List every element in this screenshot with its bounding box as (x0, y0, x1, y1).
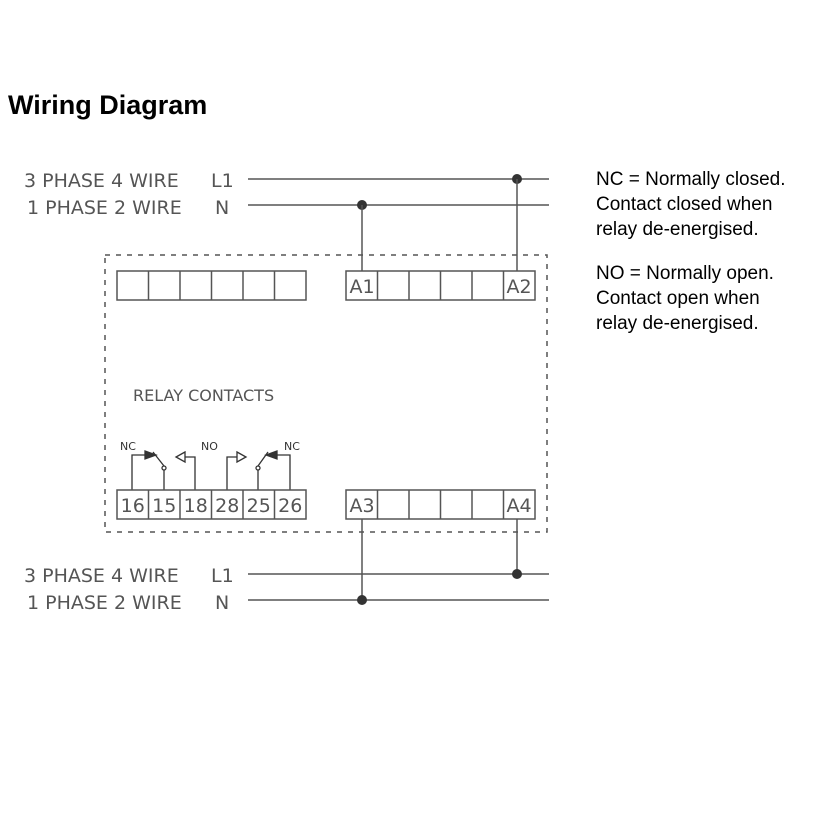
top-supply-3phase-label: 3 PHASE 4 WIRE (24, 170, 179, 192)
note-no: NO = Normally open. Contact open when re… (596, 261, 786, 336)
note-nc-line-2: Contact closed when (596, 194, 773, 215)
contact-15-pivot (161, 465, 167, 471)
terminal-a1-label: A1 (349, 276, 374, 298)
terminal-18-label: 18 (184, 495, 208, 517)
bottom-supply-1phase-label: 1 PHASE 2 WIRE (27, 592, 182, 614)
top-supply-n-terminal: N (215, 197, 229, 219)
top-supply-l1-terminal: L1 (211, 170, 234, 192)
relay-contact-symbols: NC NO NC (120, 440, 300, 490)
note-nc-line-1: NC = Normally closed. (596, 169, 786, 190)
note-nc: NC = Normally closed. Contact closed whe… (596, 167, 786, 242)
contact-28-wire (226, 456, 237, 490)
note-nc-line-3: relay de-energised. (596, 219, 759, 240)
contact-no-arrow-2 (236, 450, 248, 464)
bottom-l1-junction-dot (512, 569, 522, 579)
contact-25-blade (257, 451, 269, 467)
contact-nc-label-2: NC (284, 440, 300, 453)
page-title: Wiring Diagram (8, 90, 208, 120)
contact-16-wire (131, 454, 145, 490)
contact-nc-label-1: NC (120, 440, 136, 453)
terminal-25-label: 25 (247, 495, 271, 517)
terminal-28-label: 28 (215, 495, 239, 517)
terminal-a2-label: A2 (506, 276, 531, 298)
module-outline (104, 254, 548, 533)
bottom-supply-n-terminal: N (215, 592, 229, 614)
terminal-26-label: 26 (278, 495, 302, 517)
terminal-16-label: 16 (121, 495, 145, 517)
contact-15-blade (152, 451, 165, 467)
note-no-line-2: Contact open when (596, 288, 760, 309)
notes-panel: NC = Normally closed. Contact closed whe… (596, 167, 786, 355)
top-left-terminal-strip (116, 270, 307, 301)
contact-no-label: NO (201, 440, 218, 453)
contact-25-pivot (255, 465, 261, 471)
bottom-n-junction-dot (357, 595, 367, 605)
relay-contacts-label: RELAY CONTACTS (133, 386, 274, 405)
relay-terminal-strip: 16 15 18 28 25 26 (116, 489, 307, 520)
bottom-supply-3phase-label: 3 PHASE 4 WIRE (24, 565, 179, 587)
bottom-right-terminal-strip: A3 A4 (345, 489, 536, 520)
note-no-line-3: relay de-energised. (596, 313, 759, 334)
terminal-a3-label: A3 (349, 495, 374, 517)
top-supply-1phase-label: 1 PHASE 2 WIRE (27, 197, 182, 219)
contact-no-arrow-1 (174, 450, 186, 464)
contact-26-wire (277, 454, 291, 490)
bottom-supply-l1-terminal: L1 (211, 565, 234, 587)
note-no-line-1: NO = Normally open. (596, 263, 774, 284)
top-right-terminal-strip: A1 A2 (345, 270, 536, 301)
contact-nc-arrow-1 (144, 450, 158, 460)
contact-18-wire (185, 456, 196, 490)
terminal-15-label: 15 (152, 495, 176, 517)
terminal-a4-label: A4 (506, 495, 531, 517)
contact-nc-arrow-2 (264, 450, 278, 460)
